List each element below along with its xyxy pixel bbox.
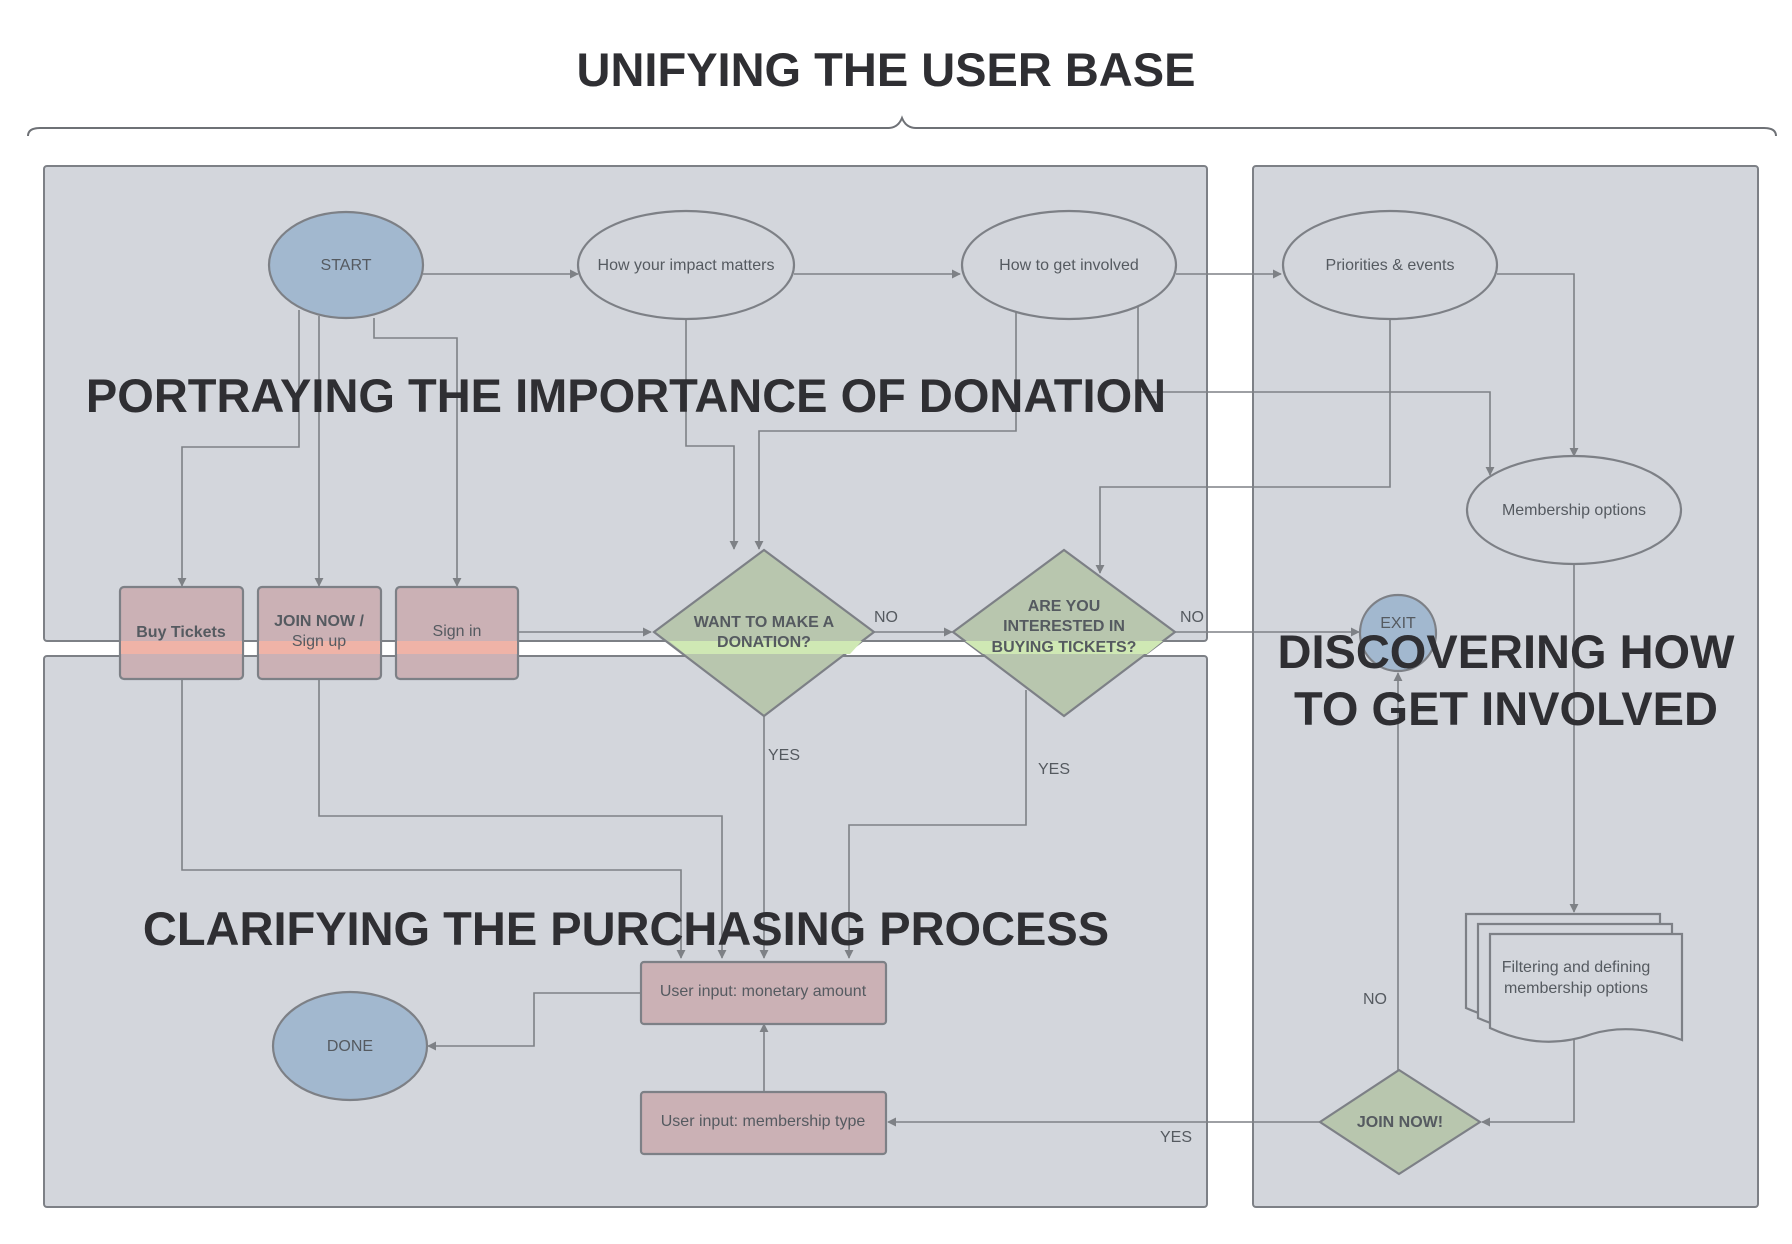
node-join-now-label-2: Sign up bbox=[292, 633, 346, 650]
edge-priorities-tickets bbox=[1095, 320, 1391, 574]
node-start: START bbox=[267, 210, 425, 320]
node-monetary-amount-label: User input: monetary amount bbox=[660, 983, 867, 1000]
section-heading-involved-2: TO GET INVOLVED bbox=[1294, 682, 1718, 735]
edge-start-signin bbox=[373, 318, 462, 587]
node-start-label: START bbox=[321, 257, 372, 274]
section-heading-donation: PORTRAYING THE IMPORTANCE OF DONATION bbox=[86, 369, 1166, 422]
edge-join-monetary bbox=[318, 680, 727, 959]
node-sign-in: Sign in bbox=[394, 585, 520, 681]
node-monetary-amount: User input: monetary amount bbox=[639, 960, 888, 1026]
node-buy-tickets-label: Buy Tickets bbox=[136, 624, 226, 641]
node-tickets-question-label-3: BUYING TICKETS? bbox=[992, 639, 1137, 656]
label-yes-tickets: YES bbox=[1038, 761, 1070, 778]
label-no-tickets: NO bbox=[1180, 609, 1204, 626]
node-get-involved-label: How to get involved bbox=[999, 257, 1139, 274]
node-membership-options-label: Membership options bbox=[1502, 502, 1646, 519]
node-done: DONE bbox=[271, 990, 429, 1102]
node-sign-in-label: Sign in bbox=[433, 623, 482, 640]
page-title: UNIFYING THE USER BASE bbox=[577, 43, 1196, 96]
node-join-now-decision-label: JOIN NOW! bbox=[1357, 1114, 1443, 1131]
node-tickets-question-label-1: ARE YOU bbox=[1028, 598, 1101, 615]
label-yes-join: YES bbox=[1160, 1129, 1192, 1146]
node-exit-label: EXIT bbox=[1380, 615, 1416, 632]
edge-involved-donation bbox=[754, 312, 1017, 550]
edges bbox=[177, 269, 1579, 1127]
edge-start-buy bbox=[177, 310, 300, 587]
node-tickets-question-label-2: INTERESTED IN bbox=[1003, 618, 1125, 635]
node-get-involved: How to get involved bbox=[960, 209, 1178, 321]
edge-tickets-monetary bbox=[844, 690, 1027, 959]
edge-buy-monetary bbox=[181, 680, 686, 959]
node-priorities-label: Priorities & events bbox=[1326, 257, 1455, 274]
node-impact-label: How your impact matters bbox=[598, 257, 775, 274]
section-heading-purchasing: CLARIFYING THE PURCHASING PROCESS bbox=[143, 902, 1109, 955]
label-no-join: NO bbox=[1363, 991, 1387, 1008]
node-impact: How your impact matters bbox=[576, 209, 796, 321]
node-exit: EXIT bbox=[1358, 593, 1438, 673]
node-membership-options: Membership options bbox=[1465, 454, 1683, 566]
node-filtering-label-1: Filtering and defining bbox=[1502, 959, 1651, 976]
node-join-now-decision: JOIN NOW! bbox=[1317, 1068, 1483, 1176]
title-brace bbox=[27, 115, 1777, 137]
edge-priorities-membership bbox=[1497, 273, 1579, 457]
node-filtering-label-2: membership options bbox=[1504, 980, 1648, 997]
node-membership-type: User input: membership type bbox=[639, 1090, 888, 1156]
node-buy-tickets: Buy Tickets bbox=[118, 585, 245, 681]
label-yes-donation: YES bbox=[768, 747, 800, 764]
node-done-label: DONE bbox=[327, 1038, 373, 1055]
edge-involved-membership bbox=[1137, 306, 1495, 476]
edge-filtering-joinnow bbox=[1481, 1036, 1575, 1127]
node-donation-question: WANT TO MAKE A DONATION? bbox=[652, 548, 876, 718]
node-donation-question-label-2: DONATION? bbox=[717, 634, 811, 651]
label-no-donation: NO bbox=[874, 609, 898, 626]
node-join-now: JOIN NOW / Sign up bbox=[256, 585, 383, 681]
node-donation-question-label-1: WANT TO MAKE A bbox=[694, 614, 835, 631]
node-membership-type-label: User input: membership type bbox=[661, 1113, 866, 1130]
edge-impact-donation bbox=[685, 319, 739, 550]
node-filtering: Filtering and defining membership option… bbox=[1464, 912, 1684, 1043]
node-priorities: Priorities & events bbox=[1281, 209, 1499, 321]
edge-monetary-done bbox=[427, 992, 640, 1051]
node-tickets-question: ARE YOU INTERESTED IN BUYING TICKETS? bbox=[951, 548, 1177, 718]
section-heading-involved-1: DISCOVERING HOW bbox=[1278, 625, 1736, 678]
node-join-now-label-1: JOIN NOW / bbox=[274, 613, 364, 630]
